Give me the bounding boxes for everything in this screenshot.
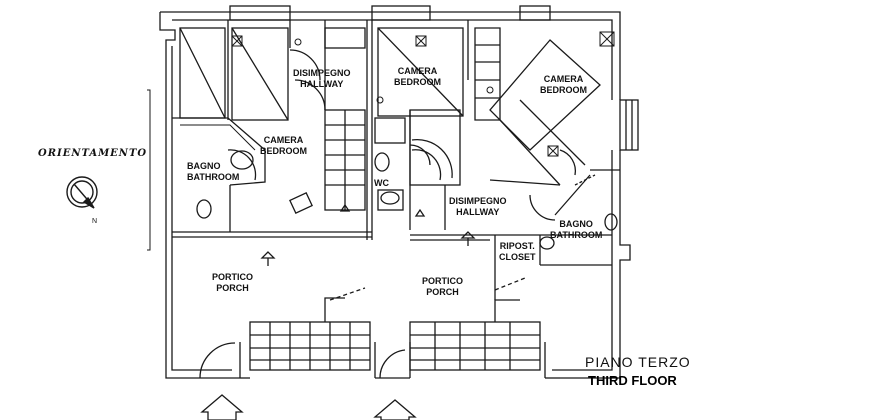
- floor-title-english: THIRD FLOOR: [588, 373, 677, 388]
- compass-symbol: [66, 176, 98, 209]
- entrance-arrow: [373, 399, 417, 420]
- floor-title-italian: PIANO TERZO: [585, 354, 691, 370]
- room-label-closet: RIPOST.CLOSET: [499, 241, 536, 262]
- orientation-label: ORIENTAMENTO: [38, 148, 148, 159]
- outer-wall: [159, 12, 240, 379]
- outer-wall: [160, 11, 621, 100]
- outer-wall: [560, 150, 631, 379]
- north-label: N: [92, 218, 98, 225]
- entrance-arrow: [200, 394, 244, 420]
- room-label-wc: WC: [374, 178, 389, 188]
